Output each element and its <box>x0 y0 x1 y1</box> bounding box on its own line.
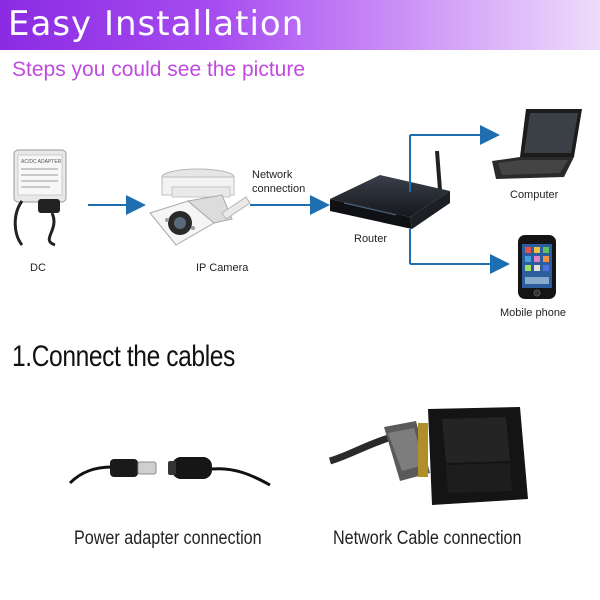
section-title: 1.Connect the cables <box>12 340 235 373</box>
dc-adapter-icon: AC/DC ADAPTER <box>13 149 67 247</box>
mobile-phone-label: Mobile phone <box>500 307 566 319</box>
installation-diagram: AC/DC ADAPTER DC IP Camera Network conne… <box>13 109 582 319</box>
mobile-phone-icon <box>518 235 556 299</box>
dc-label: DC <box>30 262 46 274</box>
banner-title: Easy Installation <box>8 4 305 44</box>
subtitle: Steps you could see the picture <box>12 58 306 81</box>
network-label-line2: connection <box>252 183 305 195</box>
computer-label: Computer <box>510 189 559 201</box>
laptop-icon <box>492 109 582 179</box>
router-icon <box>330 150 450 229</box>
network-label-line1: Network <box>252 169 293 181</box>
router-label: Router <box>354 233 387 245</box>
power-connector-icon <box>68 457 271 487</box>
network-connector-icon <box>328 407 528 505</box>
title-banner: Easy Installation <box>0 0 600 50</box>
power-caption: Power adapter connection <box>74 528 262 549</box>
ip-camera-icon <box>149 168 251 246</box>
cable-photos <box>68 407 528 505</box>
adapter-label-text: AC/DC ADAPTER <box>21 159 62 165</box>
network-caption: Network Cable connection <box>333 528 522 549</box>
ip-camera-label: IP Camera <box>196 262 249 274</box>
